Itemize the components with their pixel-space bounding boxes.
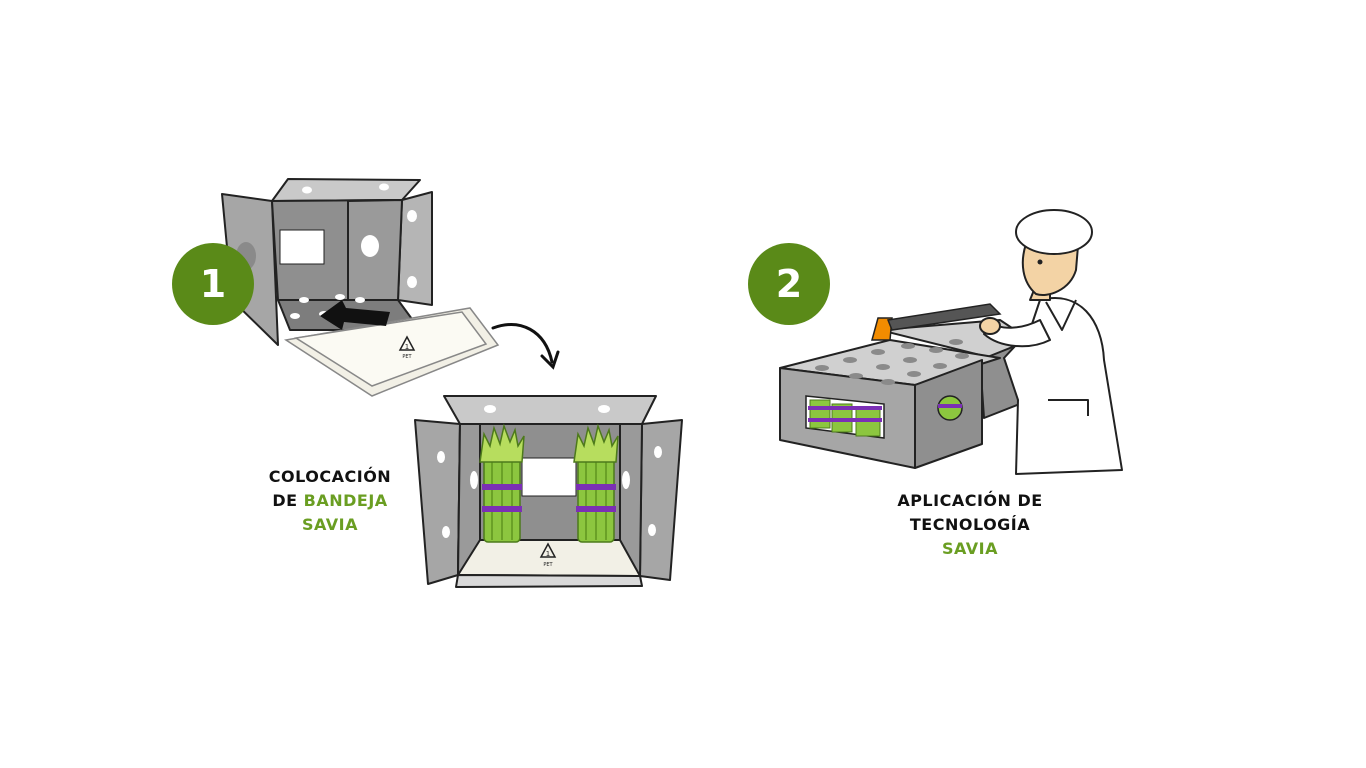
step-2-caption: APLICACIÓN DE TECNOLOGÍA SAVIA <box>870 489 1070 561</box>
step-2-badge: 2 <box>748 243 830 325</box>
recycle-number: 1 <box>405 343 409 351</box>
step-1-caption-line1: COLOCACIÓN <box>268 467 392 486</box>
recycle-label: PET <box>402 354 412 360</box>
recycle-pet-icon: 1 PET <box>398 335 416 360</box>
curved-arrow-icon <box>491 323 560 370</box>
box-top-holes <box>815 339 969 385</box>
svg-text:PET: PET <box>543 562 553 568</box>
recycle-pet-icon: 1 PET <box>539 542 557 568</box>
application-nozzle-icon <box>871 303 1002 341</box>
asparagus-bundle <box>573 423 619 543</box>
stacked-boxes-illustration <box>779 319 1031 469</box>
box-holes <box>437 405 662 538</box>
step-1-number: 1 <box>199 262 227 306</box>
step-1-caption: COLOCACIÓN DE BANDEJA SAVIA <box>240 465 420 537</box>
step-1-caption-accent: BANDEJA <box>303 491 388 510</box>
asparagus-bundle <box>479 423 525 543</box>
savia-tray <box>283 307 500 397</box>
step-1-caption-prefix: DE <box>272 491 298 510</box>
step-2-caption-savia: SAVIA <box>941 539 999 558</box>
insert-arrow-icon <box>320 300 390 330</box>
step-1-badge: 1 <box>172 243 254 325</box>
step-1-caption-savia: SAVIA <box>301 515 359 534</box>
step-2-caption-line1: APLICACIÓN DE <box>897 491 1043 510</box>
step-2-number: 2 <box>775 262 803 306</box>
box-window-asparagus <box>805 395 963 439</box>
step-2-caption-line2: TECNOLOGÍA <box>909 515 1031 534</box>
worker-illustration <box>979 209 1123 475</box>
svg-text:1: 1 <box>546 550 550 558</box>
